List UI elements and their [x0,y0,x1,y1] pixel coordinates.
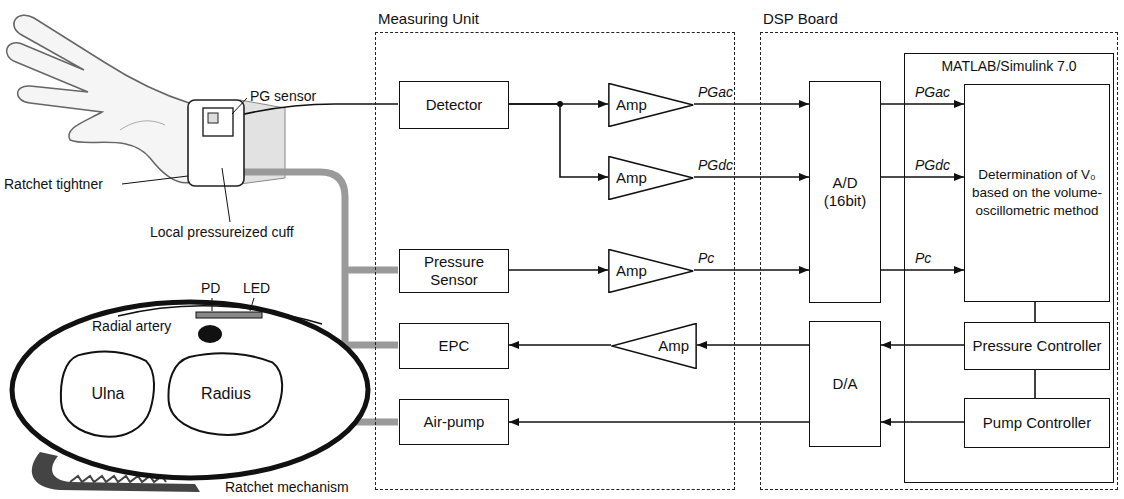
sensor-element [208,113,218,123]
leader-line [232,98,247,114]
process-box: Air-pump [399,399,509,445]
node-text: D/A [832,375,857,393]
signal-connector [509,344,611,346]
node-text: Pressure Controller [972,337,1101,355]
amplifier: Amp [608,249,694,293]
bone-shape [168,353,282,435]
bone: Ulna [58,348,158,440]
signal-connector [881,176,964,178]
unit-title: Measuring Unit [378,10,479,28]
signal-label: PGdc [697,157,734,173]
part-label: PD [201,280,220,296]
part-label: Ratchet tightner [4,176,103,192]
hand [7,15,192,183]
triangle [609,156,693,199]
signal-label: Pc [914,250,932,266]
amplifier: Amp [608,156,694,200]
signal-label: PGdc [914,157,951,173]
part-label: Local pressureized cuff [150,224,294,240]
signal-connector [509,421,809,423]
part-label: LED [243,280,270,296]
signal-connector [881,421,964,423]
pd-led-strip [196,312,262,318]
software-panel: MATLAB/Simulink 7.0Determination of V₀ b… [904,53,1114,483]
signal-connector [881,344,964,346]
process-box: D/A [809,321,881,447]
node-text: Air-pump [424,413,485,431]
part-label: Ratchet mechanism [225,479,349,495]
node-text: Ulna [92,384,125,403]
signal-connector [694,176,809,178]
node-text: Amp [658,337,689,355]
bone: Radius [165,350,287,438]
node-text: Amp [616,169,647,187]
bone-shape [61,351,154,436]
wrist-outline [12,302,368,478]
leader-line [212,298,213,311]
signal-connector [881,103,964,105]
signal-connector [694,103,809,105]
node-text: Pump Controller [983,414,1091,432]
unit-title: DSP Board [763,10,838,28]
node-text: Pressure Sensor [404,253,504,289]
signal-label: PGac [914,84,951,100]
triangle [612,323,696,368]
node-text: Amp [616,262,647,280]
process-box: Pressure Controller [964,322,1110,370]
signal-connector [509,269,608,271]
leader-line [222,168,230,222]
process-box: Pressure Sensor [399,249,509,293]
process-box: Pump Controller [964,398,1110,448]
amplifier: Amp [611,323,697,369]
amplifier: Amp [608,83,694,127]
node-text: A/D (16bit) [814,174,876,210]
process-box: EPC [399,323,509,369]
triangle [609,83,693,126]
leader-line [250,298,254,311]
node-text: EPC [439,337,470,355]
signal-label: Pc [697,250,715,266]
sensor-wire [236,104,398,116]
unit-frame: Measuring UnitDetectorAmpAmpPressure Sen… [375,32,735,490]
pg-sensor [203,108,233,136]
signal-connector [509,104,608,177]
signal-connector [694,269,809,271]
panel-title: MATLAB/Simulink 7.0 [941,58,1076,75]
signal-connector [697,344,809,346]
part-label: Radial artery [92,318,171,334]
node-text: Radius [201,384,251,403]
leader-line [122,176,188,184]
process-box: Detector [399,81,509,129]
process-box: A/D (16bit) [809,81,881,303]
unit-frame: DSP BoardA/D (16bit)D/AMATLAB/Simulink 7… [760,32,1118,490]
node-text: Amp [616,96,647,114]
wrist-band [188,100,244,186]
signal-connector [1034,370,1036,398]
palm-crease [120,121,165,130]
part-label: PG sensor [250,88,316,104]
node-text: Detector [426,96,483,114]
signal-connector [881,269,964,271]
triangle [609,249,693,292]
node-text: Determination of V₀ based on the volume-… [969,166,1105,221]
signal-label: PGac [697,84,734,100]
radial-artery [198,325,222,343]
process-box: Determination of V₀ based on the volume-… [964,84,1110,302]
signal-connector [1034,302,1036,322]
